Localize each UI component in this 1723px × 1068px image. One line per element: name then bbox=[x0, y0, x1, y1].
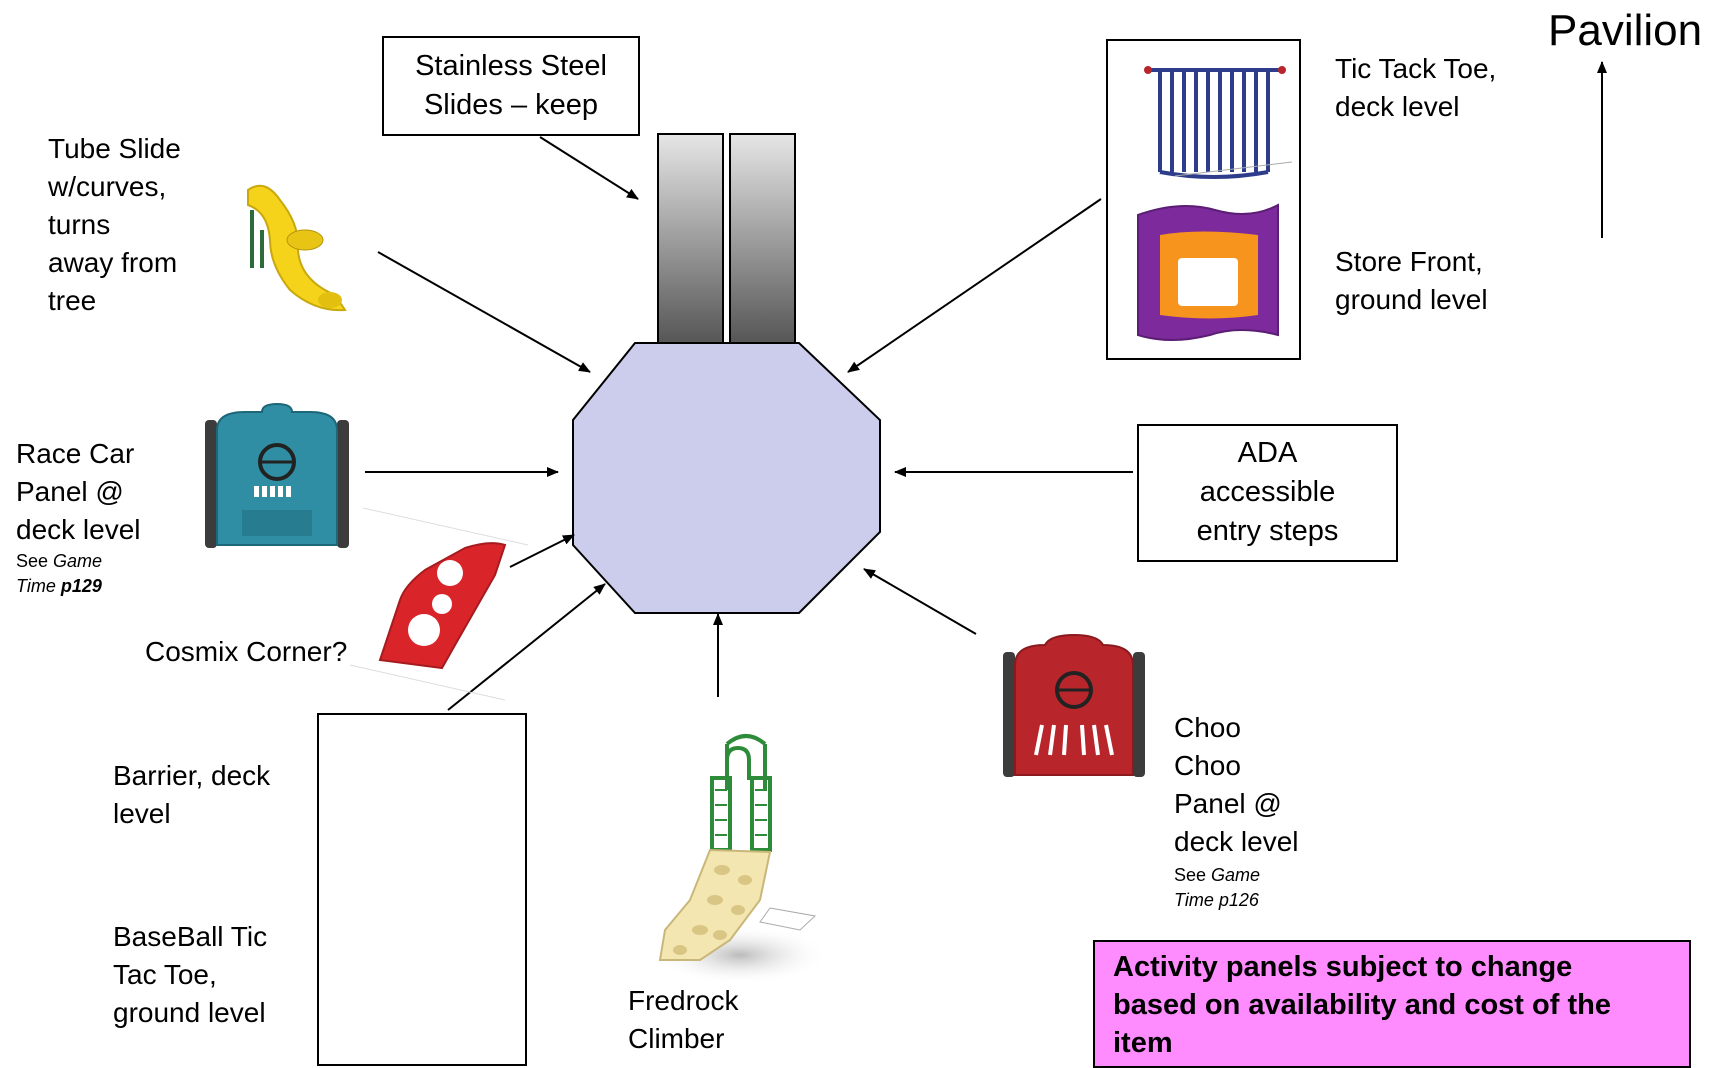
barrier-line-1: Barrier, deck bbox=[113, 760, 271, 791]
note-line-1: Activity panels subject to change bbox=[1113, 951, 1573, 983]
arrow-barrier-baseball bbox=[447, 583, 606, 711]
note-line-2: based on availability and cost of the bbox=[1113, 989, 1611, 1021]
tube-slide-line-5: tree bbox=[48, 285, 97, 316]
choo-choo-line-4: deck level bbox=[1174, 826, 1299, 857]
race-car-ref-see: See bbox=[16, 551, 54, 571]
tictactoe-line-2: deck level bbox=[1335, 91, 1460, 122]
barrier-label: Barrier, deck level bbox=[113, 757, 270, 833]
steel-slides-line-2: Slides – keep bbox=[423, 89, 599, 121]
choo-choo-label: Choo Choo Panel @ deck level bbox=[1174, 709, 1299, 861]
tube-slide-line-2: w/curves, bbox=[48, 171, 167, 202]
ada-line-3: entry steps bbox=[1196, 515, 1339, 547]
tube-slide-line-3: turns bbox=[48, 209, 111, 240]
availability-note: Activity panels subject to change based … bbox=[1093, 940, 1691, 1068]
race-car-ref-book: Game bbox=[53, 551, 103, 571]
arrow-tictactoe-storefront bbox=[847, 198, 1102, 373]
choo-ref-book2: Time p126 bbox=[1174, 890, 1259, 910]
choo-ref-see: See bbox=[1174, 865, 1212, 885]
fredrock-label: Fredrock Climber bbox=[628, 982, 738, 1058]
store-front-image bbox=[1137, 203, 1279, 341]
cosmix-label: Cosmix Corner? bbox=[145, 636, 348, 667]
arrow-cosmix bbox=[509, 534, 575, 568]
tictactoe-storefront-box bbox=[1106, 39, 1301, 360]
tube-slide-line-4: away from bbox=[48, 247, 178, 278]
fredrock-climber-image bbox=[650, 734, 830, 985]
tictactoe-line-1: Tic Tack Toe, bbox=[1335, 53, 1497, 84]
baseball-label: BaseBall Tic Tac Toe, ground level bbox=[113, 918, 267, 1032]
note-line-3: item bbox=[1113, 1027, 1173, 1059]
race-car-line-1: Race Car bbox=[16, 438, 135, 469]
pavilion-label: Pavilion bbox=[1548, 6, 1703, 55]
baseball-line-2: Tac Toe, bbox=[113, 959, 217, 990]
arrow-tube-slide bbox=[377, 251, 591, 373]
store-front-line-2: ground level bbox=[1335, 284, 1488, 315]
choo-choo-line-3: Panel @ bbox=[1174, 788, 1282, 819]
cosmix-corner-image bbox=[349, 507, 529, 701]
ada-box: ADA accessible entry steps bbox=[1137, 424, 1398, 562]
tube-slide-label: Tube Slide w/curves, turns away from tre… bbox=[48, 130, 181, 320]
ada-line-1: ADA bbox=[1237, 437, 1298, 469]
choo-ref-book: Game bbox=[1211, 865, 1261, 885]
steel-slides-box: Stainless Steel Slides – keep bbox=[382, 36, 640, 136]
baseball-line-1: BaseBall Tic bbox=[113, 921, 268, 952]
race-car-line-2: Panel @ bbox=[16, 476, 124, 507]
choo-choo-reference: See Game Time p126 bbox=[1174, 863, 1260, 913]
tube-slide-image bbox=[247, 184, 347, 312]
store-front-line-1: Store Front, bbox=[1335, 246, 1483, 277]
barrier-baseball-box bbox=[317, 713, 527, 1066]
tube-slide-line-1: Tube Slide bbox=[48, 133, 181, 164]
arrow-choo-choo bbox=[863, 568, 977, 635]
race-car-line-3: deck level bbox=[16, 514, 141, 545]
tictactoe-panel-image bbox=[1144, 66, 1293, 179]
choo-choo-line-2: Choo bbox=[1174, 750, 1241, 781]
ada-line-2: accessible bbox=[1199, 476, 1336, 508]
steel-slide-right bbox=[729, 133, 796, 345]
fredrock-line-1: Fredrock bbox=[628, 985, 739, 1016]
steel-slides-line-1: Stainless Steel bbox=[415, 50, 607, 82]
steel-slide-left bbox=[657, 133, 724, 345]
choo-choo-panel-image bbox=[1003, 633, 1145, 777]
race-car-reference: See Game Time p129 bbox=[16, 549, 102, 599]
arrows bbox=[365, 61, 1607, 711]
baseball-line-3: ground level bbox=[113, 997, 266, 1028]
race-car-ref-page: p129 bbox=[60, 576, 102, 596]
race-car-ref-book2: Time bbox=[16, 576, 61, 596]
barrier-line-2: level bbox=[113, 798, 171, 829]
play-deck-octagon bbox=[572, 342, 881, 614]
race-car-panel-image bbox=[205, 402, 349, 548]
race-car-label: Race Car Panel @ deck level bbox=[16, 435, 141, 549]
choo-choo-line-1: Choo bbox=[1174, 712, 1241, 743]
arrow-steel-slides bbox=[539, 136, 639, 200]
fredrock-line-2: Climber bbox=[628, 1023, 725, 1054]
store-front-label: Store Front, ground level bbox=[1335, 243, 1488, 319]
tictactoe-label: Tic Tack Toe, deck level bbox=[1335, 50, 1496, 126]
